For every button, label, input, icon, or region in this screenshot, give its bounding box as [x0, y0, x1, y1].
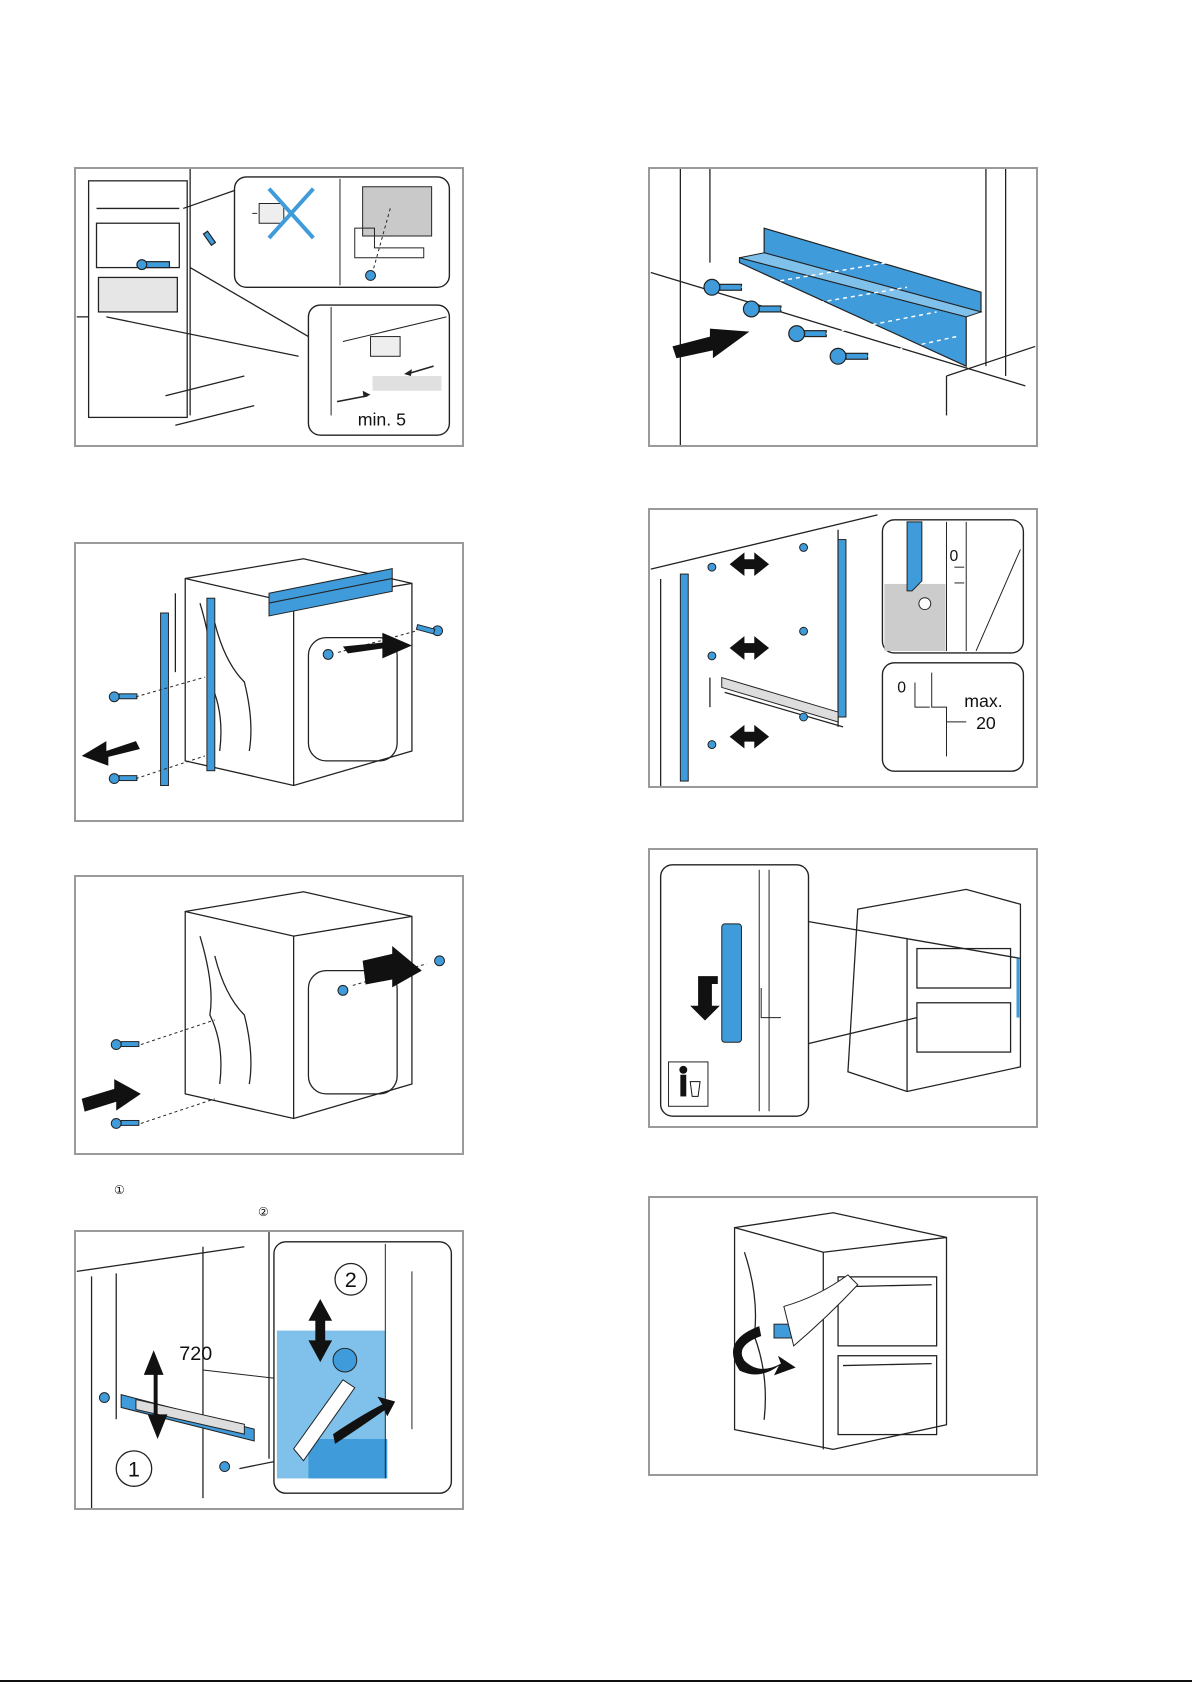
max-value-label: 20	[976, 713, 996, 733]
callout-1-label: 1	[128, 1456, 140, 1481]
figure-panel-align-rails: 0 0 max. 20	[648, 508, 1038, 788]
callout-2-label: 2	[345, 1267, 357, 1292]
max-label: max.	[964, 691, 1002, 711]
step-marker-2: ②	[258, 1205, 269, 1219]
figure-panel-remove-spacer	[648, 848, 1038, 1128]
figure-panel-height-adjust: 1 720 2	[74, 1230, 464, 1510]
height-720-label: 720	[179, 1343, 212, 1365]
min-clearance-label: min. 5	[358, 409, 406, 429]
figure-panel-door-handle	[648, 1196, 1038, 1476]
zero-gap-label-bottom: 0	[897, 679, 906, 696]
figure-panel-no-drilling: min. 5	[74, 167, 464, 447]
figure-panel-insert-rails	[74, 875, 464, 1155]
step-marker-1: ①	[114, 1183, 125, 1197]
figure-panel-remove-rails	[74, 542, 464, 822]
page-bottom-rule	[0, 1680, 1192, 1682]
figure-panel-fix-rail	[648, 167, 1038, 447]
zero-gap-label-top: 0	[950, 548, 959, 565]
